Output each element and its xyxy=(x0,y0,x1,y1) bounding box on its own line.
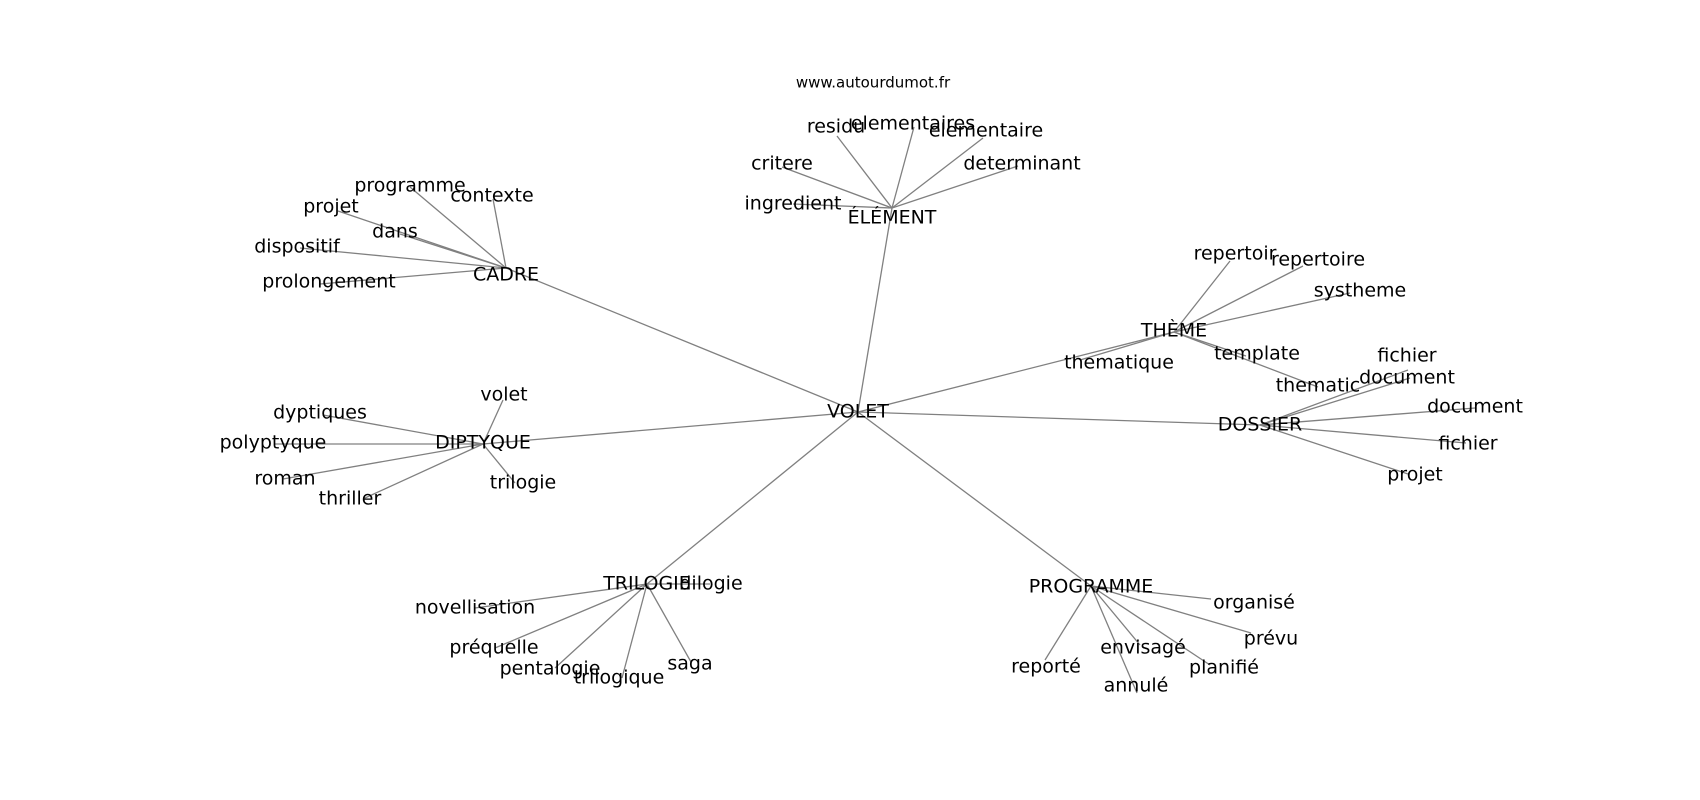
edge-hub-to-word xyxy=(482,443,516,484)
edge-center-to-hub xyxy=(857,207,893,413)
leaf-node: projet xyxy=(1387,464,1443,486)
hub-node: CADRE xyxy=(473,264,539,286)
leaf-node: thematique xyxy=(1064,352,1174,374)
edge-hub-to-word xyxy=(621,583,648,679)
leaf-node: systheme xyxy=(1314,280,1406,302)
edge-hub-to-word xyxy=(1173,292,1351,333)
edge-hub-to-word xyxy=(836,135,893,209)
edge-hub-to-word xyxy=(1259,424,1467,444)
edge-hub-to-word xyxy=(474,583,648,609)
edge-center-to-hub xyxy=(857,411,1261,426)
edge-hub-to-word xyxy=(554,583,648,669)
leaf-node: elementaire xyxy=(929,120,1043,142)
hub-node: DOSSIER xyxy=(1218,414,1303,436)
leaf-node: novellisation xyxy=(415,597,535,619)
edge-hub-to-word xyxy=(482,399,504,445)
leaf-node: polyptyque xyxy=(220,432,327,454)
hub-node: THÈME xyxy=(1140,319,1207,342)
leaf-node: fichier xyxy=(1438,433,1497,455)
leaf-node: critere xyxy=(751,153,813,175)
edge-hub-to-word xyxy=(1173,331,1319,388)
graph-labels: VOLET ÉLÉMENTingredientcritereresiduelem… xyxy=(220,113,1523,697)
leaf-node: planifié xyxy=(1189,657,1259,679)
edge-hub-to-word xyxy=(891,165,1019,209)
leaf-node: repertoire xyxy=(1271,249,1365,271)
edge-hub-to-word xyxy=(409,186,507,269)
leaf-node: dyptiques xyxy=(273,402,367,424)
edge-hub-to-word xyxy=(781,166,893,209)
edge-hub-to-word xyxy=(364,443,484,499)
leaf-node: prévu xyxy=(1244,628,1298,650)
edge-center-to-hub xyxy=(505,267,859,413)
edge-hub-to-word xyxy=(646,583,692,663)
edge-hub-to-word xyxy=(322,414,484,445)
edge-hub-to-word xyxy=(319,267,507,285)
edge-hub-to-word xyxy=(494,583,648,649)
leaf-node: pentalogie xyxy=(500,658,601,680)
edge-hub-to-word xyxy=(1079,331,1175,361)
edge-hub-to-word xyxy=(1173,260,1231,333)
edge-center-to-hub xyxy=(857,331,1175,413)
leaf-node: contexte xyxy=(450,185,533,207)
leaf-node: dispositif xyxy=(254,236,341,258)
hub-node: PROGRAMME xyxy=(1029,576,1154,598)
leaf-node: document xyxy=(1427,396,1523,418)
edge-hub-to-word xyxy=(492,198,507,269)
leaf-node: roman xyxy=(254,468,315,490)
graph-edges xyxy=(275,126,1476,694)
leaf-node: projet xyxy=(303,196,359,218)
leaf-node: volet xyxy=(480,384,527,406)
center-node: VOLET xyxy=(827,401,889,423)
leaf-node: residu xyxy=(807,116,865,138)
leaf-node: trilogie xyxy=(490,472,556,494)
edge-center-to-hub xyxy=(482,411,859,445)
leaf-node: dans xyxy=(372,221,418,243)
edge-hub-to-word xyxy=(1259,369,1409,426)
leaf-node: trilogique xyxy=(574,667,665,689)
leaf-node: organisé xyxy=(1213,592,1295,614)
hub-node: TRILOGIE xyxy=(602,573,691,595)
edge-hub-to-word xyxy=(1044,585,1092,661)
edge-hub-to-word xyxy=(1090,585,1138,694)
hub-node: DIPTYQUE xyxy=(435,432,531,454)
leaf-node: reporté xyxy=(1011,656,1081,678)
leaf-node: template xyxy=(1214,343,1300,365)
leaf-node: fichier xyxy=(1377,345,1436,367)
edge-hub-to-word xyxy=(1090,585,1211,666)
edge-hub-to-word xyxy=(891,137,984,209)
leaf-node: document xyxy=(1359,367,1455,389)
edge-hub-to-word xyxy=(792,203,893,209)
leaf-node: thriller xyxy=(319,488,382,510)
leaf-node: determinant xyxy=(963,153,1080,175)
edge-hub-to-word xyxy=(1090,585,1212,600)
leaf-node: saga xyxy=(667,653,712,675)
edge-hub-to-word xyxy=(399,233,507,269)
edge-hub-to-word xyxy=(1259,407,1476,426)
edge-hub-to-word xyxy=(282,443,484,480)
edge-hub-to-word xyxy=(1259,377,1411,426)
leaf-node: elementaires xyxy=(851,113,975,135)
edge-hub-to-word xyxy=(299,247,507,269)
edge-center-to-hub xyxy=(857,411,1092,587)
edge-hub-to-word xyxy=(1090,585,1141,646)
leaf-node: prolongement xyxy=(262,271,395,293)
leaf-node: dilogie xyxy=(679,573,742,595)
leaf-node: préquelle xyxy=(449,637,538,659)
edge-hub-to-word xyxy=(1090,585,1252,634)
leaf-node: envisagé xyxy=(1100,637,1186,659)
source-url: www.autourdumot.fr xyxy=(796,74,951,92)
leaf-node: thematic xyxy=(1276,375,1361,397)
leaf-node: programme xyxy=(354,175,465,197)
leaf-node: ingredient xyxy=(745,193,842,215)
edge-hub-to-word xyxy=(891,126,915,209)
edge-center-to-hub xyxy=(646,411,859,585)
edge-hub-to-word xyxy=(1259,424,1409,475)
edge-hub-to-word xyxy=(1173,265,1304,333)
leaf-node: repertoir xyxy=(1194,243,1277,265)
hub-node: ÉLÉMENT xyxy=(848,206,937,229)
leaf-node: annulé xyxy=(1104,675,1169,697)
